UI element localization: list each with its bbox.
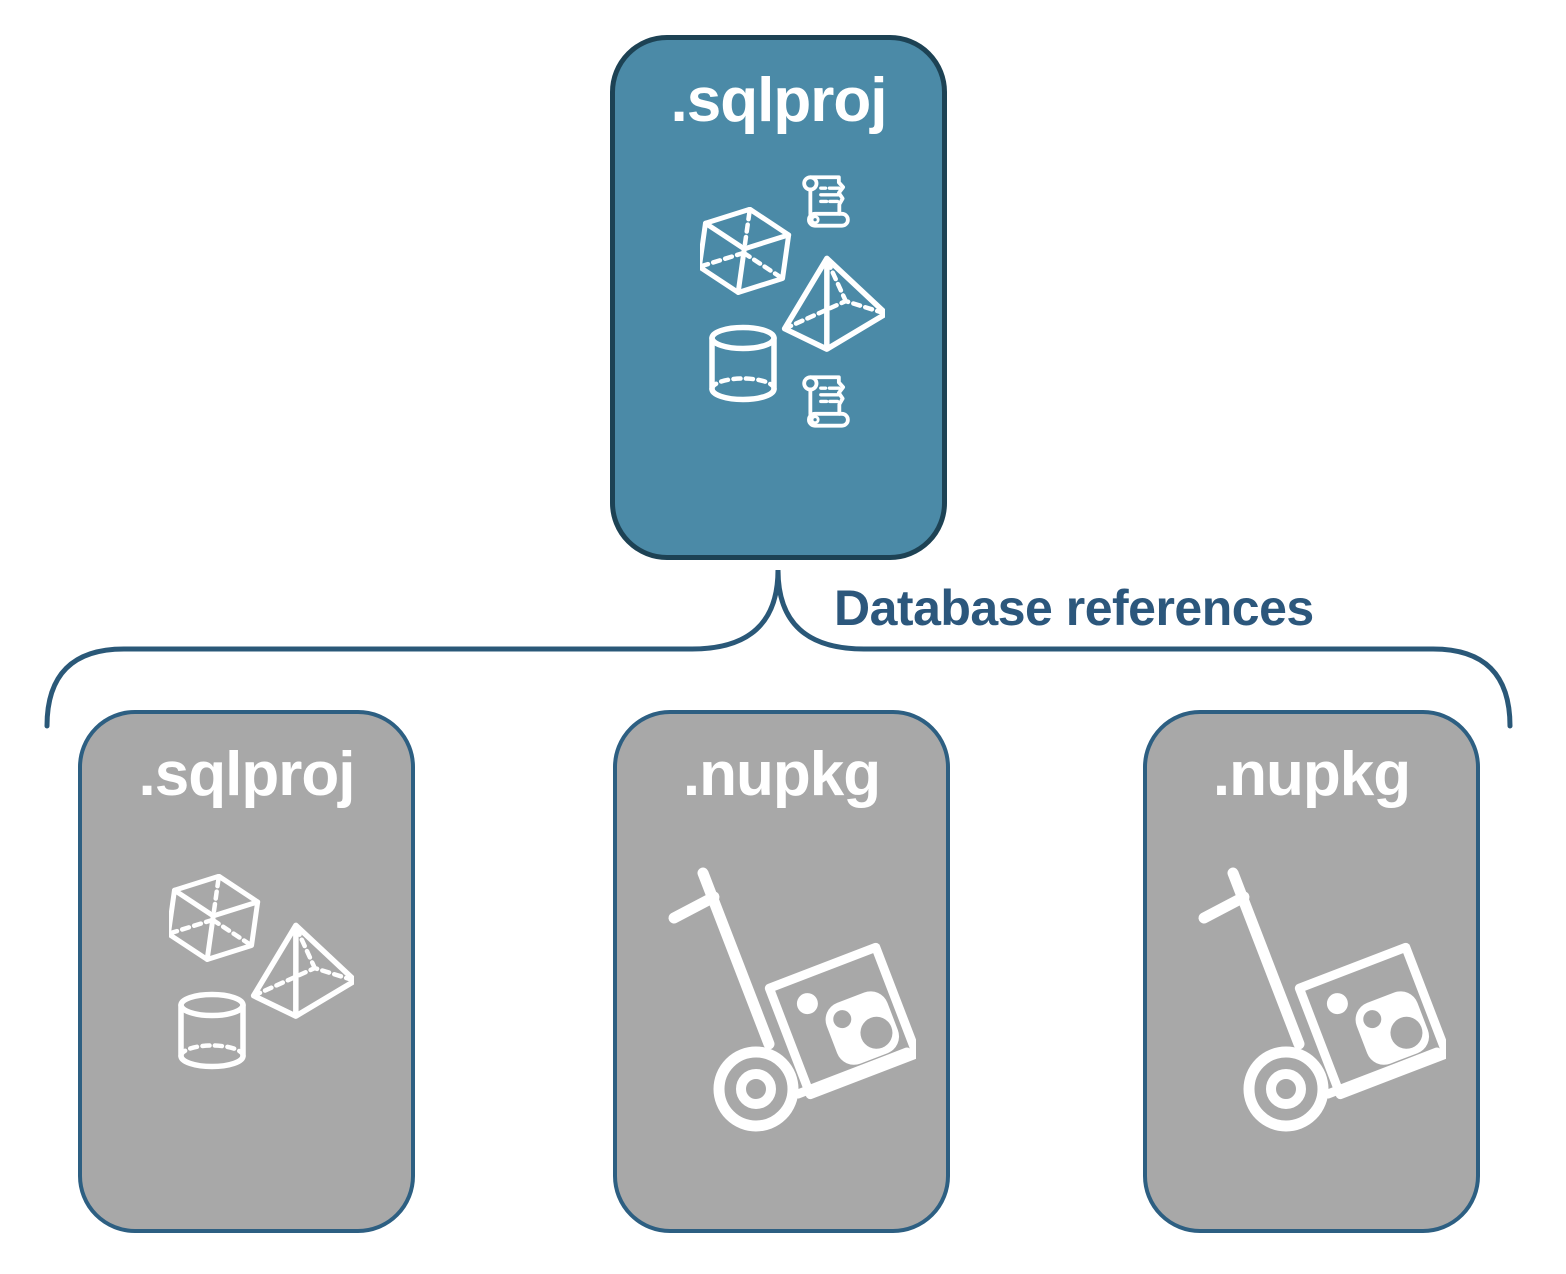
nuget-logo-box [764,942,916,1100]
node-sqlproj-root: .sqlproj [610,35,947,560]
script-scroll-icon [802,375,850,428]
nuget-logo-box [1294,942,1446,1100]
pyramid-icon [781,255,885,352]
node-title: .nupkg [1212,740,1411,809]
nuget-package-dolly-icon [668,867,916,1132]
node-title: .sqlproj [138,740,356,809]
database-references-label: Database references [834,580,1314,636]
sql-objects-icons [700,207,885,403]
node-nupkg-2: .nupkg [1143,710,1480,1233]
cylinder-icon [178,991,246,1070]
cylinder-icon [709,324,777,403]
node-title: .nupkg [682,740,881,809]
cube-icon [700,207,792,295]
sql-objects-icons [169,874,354,1070]
pyramid-icon [250,922,354,1019]
node-sqlproj-child: .sqlproj [78,710,415,1233]
node-nupkg-1: .nupkg [613,710,950,1233]
cube-icon [169,874,261,962]
nuget-package-dolly-icon [1198,867,1446,1132]
script-scroll-icon [802,175,850,228]
node-title: .sqlproj [670,66,888,135]
